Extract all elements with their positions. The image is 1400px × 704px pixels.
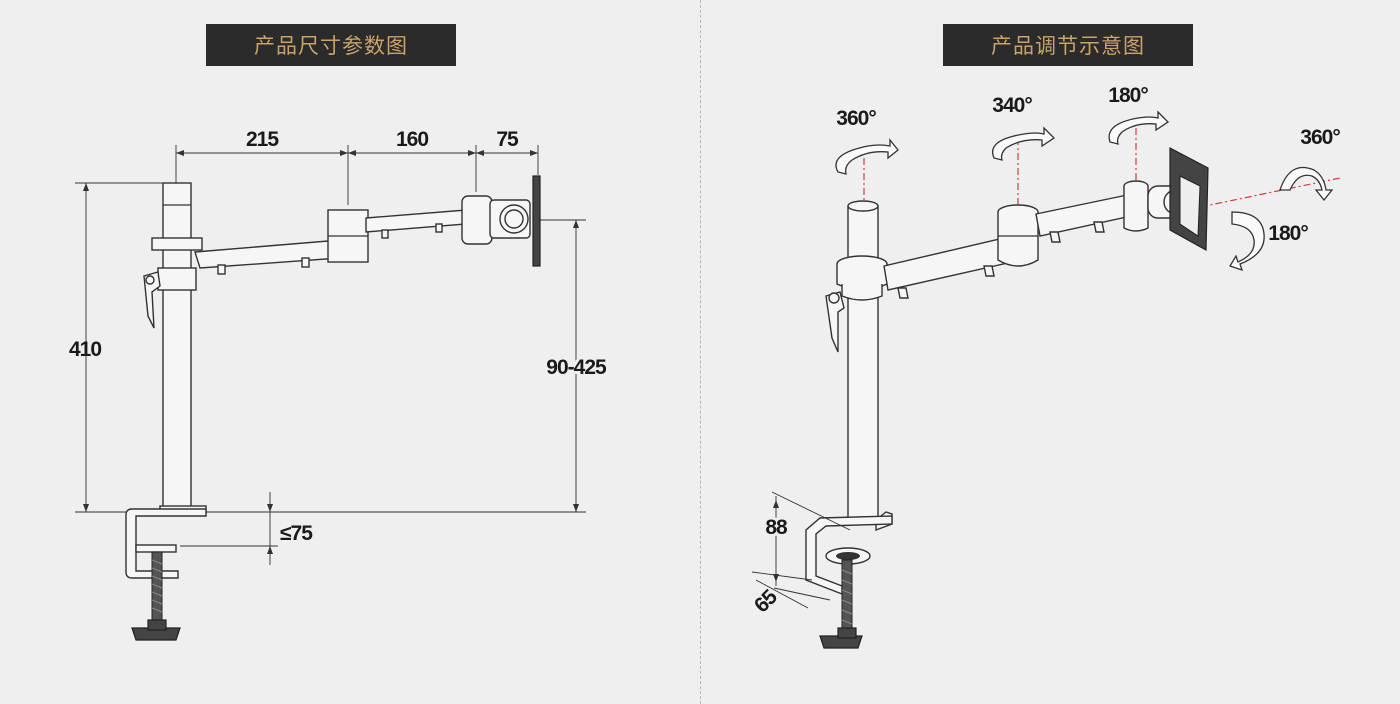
adjustment-title: 产品调节示意图 — [943, 24, 1193, 66]
rotation-plate-label: 360° — [1300, 126, 1340, 149]
mount-side-view — [125, 175, 541, 641]
adjustment-panel: 产品调节示意图 — [700, 0, 1400, 704]
rotation-tilt-label: 180° — [1268, 222, 1308, 245]
adjustment-drawing: 360° 340° 180° 360° 180° 88 65 — [750, 84, 1341, 649]
dimension-drawing: 215 160 75 410 90-425 ≤75 — [68, 128, 609, 641]
clamp-width-label: 65 — [750, 585, 782, 617]
dim-pole-height-label: 410 — [69, 338, 101, 361]
dim-height-range-label: 90-425 — [546, 356, 607, 379]
rotation-elbow-label: 340° — [992, 94, 1032, 117]
rotation-pole-label: 360° — [836, 107, 876, 130]
dimension-title: 产品尺寸参数图 — [206, 24, 456, 66]
dim-head-label: 75 — [496, 128, 519, 151]
mount-perspective-view — [805, 147, 1209, 649]
rotation-head-swivel-label: 180° — [1108, 84, 1148, 107]
dim-arm2-label: 160 — [396, 128, 428, 151]
dimension-panel: 产品尺寸参数图 — [68, 24, 609, 641]
rotation-arrows — [835, 110, 1334, 272]
dim-arm1-label: 215 — [246, 128, 279, 151]
panel-divider — [700, 0, 701, 704]
clamp-dimension-lines — [751, 491, 851, 609]
rotation-axes — [863, 128, 1341, 212]
dim-clamp-thickness-label: ≤75 — [280, 522, 313, 545]
clamp-depth-label: 88 — [765, 516, 788, 539]
